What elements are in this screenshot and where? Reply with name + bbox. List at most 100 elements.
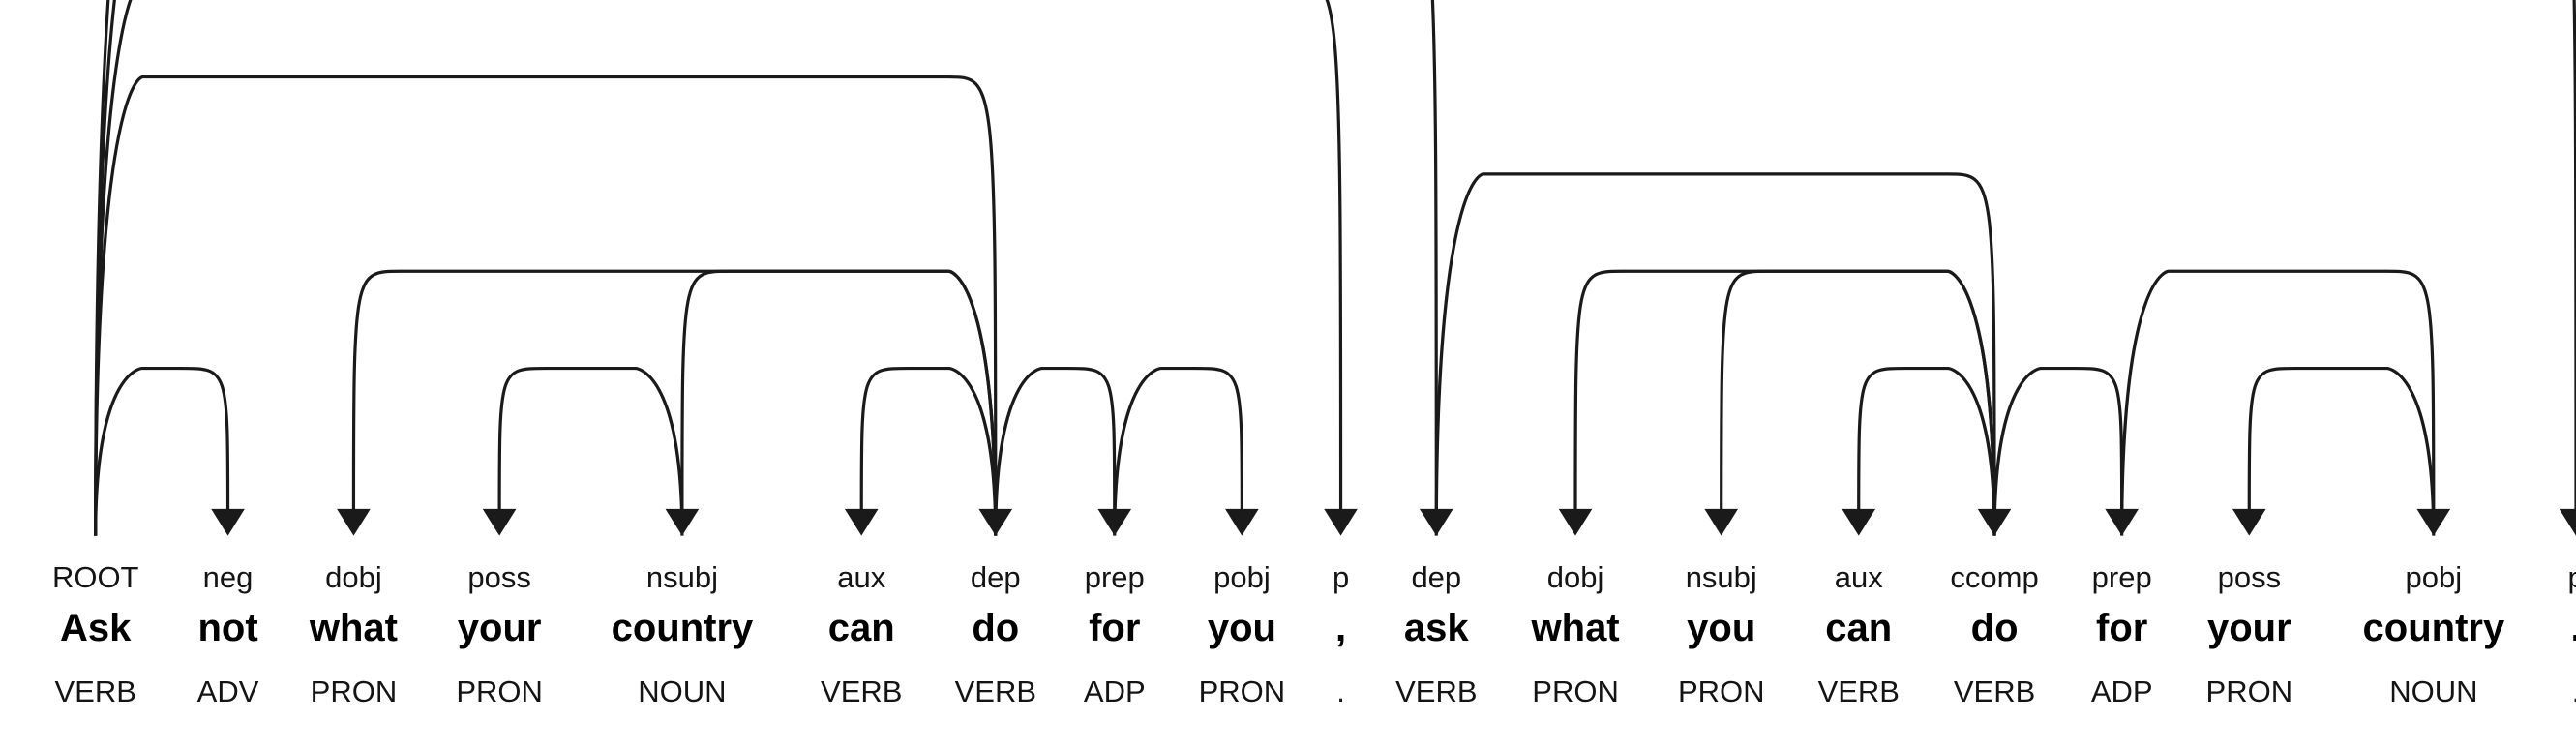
dep-label: nsubj [645, 559, 718, 594]
arrow-head-icon [337, 508, 371, 536]
arc-curve [1722, 271, 1994, 535]
dep-label: aux [1834, 559, 1883, 594]
arc-curve [96, 369, 228, 536]
word-text: , [1335, 606, 1347, 649]
dependency-arc-nsubj[interactable] [665, 271, 996, 536]
arrow-head-icon [665, 508, 700, 536]
dependency-arc-p[interactable] [96, 0, 1358, 536]
pos-tag: PRON [456, 674, 543, 708]
arc-curve [682, 271, 996, 535]
pos-tag: PRON [2205, 674, 2293, 708]
dep-label: pobj [1213, 559, 1271, 594]
arrow-head-icon [1842, 508, 1876, 536]
dependency-arc-dobj[interactable] [1558, 271, 1994, 536]
dependency-arc-dep[interactable] [96, 77, 1013, 536]
arrow-head-icon [1225, 508, 1259, 536]
dependency-arc-nsubj[interactable] [1704, 271, 1994, 535]
arc-curve [96, 77, 996, 536]
dependency-arc-dep[interactable] [96, 0, 1453, 536]
arc-curve [2122, 271, 2434, 535]
dependency-arc-neg[interactable] [96, 369, 245, 536]
pos-tag: VERB [1817, 674, 1900, 708]
word-text: can [827, 606, 895, 649]
word-text: Ask [60, 606, 132, 649]
arc-curve [499, 369, 682, 536]
dep-label: neg [202, 559, 254, 594]
arc-curve [2249, 369, 2434, 536]
arc-curve [1859, 369, 1994, 536]
arc-curve [96, 0, 1437, 536]
arc-curve [1575, 271, 1994, 535]
dependency-arc-pobj[interactable] [1115, 369, 1259, 536]
dep-label: poss [2217, 559, 2282, 594]
word-text: country [611, 606, 754, 649]
arc-curve [1994, 369, 2122, 536]
token-18[interactable]: p.. [2567, 562, 2576, 706]
arrow-head-icon [1558, 508, 1593, 536]
word-text: . [2567, 609, 2576, 647]
dependency-arc-poss[interactable] [2232, 369, 2434, 536]
word-text: for [2096, 606, 2148, 649]
dependency-arc-pobj[interactable] [2122, 271, 2451, 535]
dep-label: p [1332, 559, 1350, 594]
arc-curve [996, 369, 1115, 536]
dependency-arc-poss[interactable] [482, 369, 682, 536]
dep-label: aux [837, 559, 886, 594]
dependency-arc-prep[interactable] [1994, 369, 2139, 536]
pos-tag: ADP [2090, 674, 2153, 708]
dep-label: dobj [325, 559, 382, 594]
word-text: ask [1403, 606, 1469, 649]
pos-tag: VERB [954, 674, 1037, 708]
dep-label: dep [1411, 559, 1462, 594]
dependency-arc-prep[interactable] [996, 369, 1132, 536]
pos-tag: PRON [1198, 674, 1286, 708]
arrow-head-icon [211, 508, 245, 536]
dependency-arc-p[interactable] [96, 0, 2576, 536]
word-text: what [1531, 606, 1620, 649]
pos-tag: VERB [1395, 674, 1478, 708]
token-9[interactable]: p,. [1333, 562, 1349, 706]
dependency-arc-aux[interactable] [844, 369, 996, 536]
dep-label: prep [1084, 559, 1145, 594]
arrow-head-icon [1704, 508, 1739, 536]
arc-curve [353, 271, 995, 535]
arc-curve [96, 0, 2576, 536]
pos-tag: PRON [310, 674, 398, 708]
pos-tag: NOUN [2389, 674, 2478, 708]
dependency-arc-aux[interactable] [1842, 369, 1994, 536]
word-text: what [309, 606, 398, 649]
pos-tag: VERB [54, 674, 136, 708]
word-text: your [457, 606, 542, 649]
dep-label: poss [467, 559, 531, 594]
arrow-head-icon [482, 508, 517, 536]
arrow-head-icon [844, 508, 879, 536]
word-text: can [1825, 606, 1893, 649]
pos-tag: ADV [196, 674, 259, 708]
dep-label: p [2567, 562, 2576, 592]
pos-tag: . [1336, 674, 1345, 708]
dep-label: ccomp [1950, 559, 2039, 594]
pos-tag: VERB [1953, 674, 2036, 708]
dep-label: ROOT [51, 559, 139, 594]
dep-label: dobj [1546, 559, 1604, 594]
dep-label: nsubj [1685, 559, 1757, 594]
pos-tag: PRON [1677, 674, 1765, 708]
